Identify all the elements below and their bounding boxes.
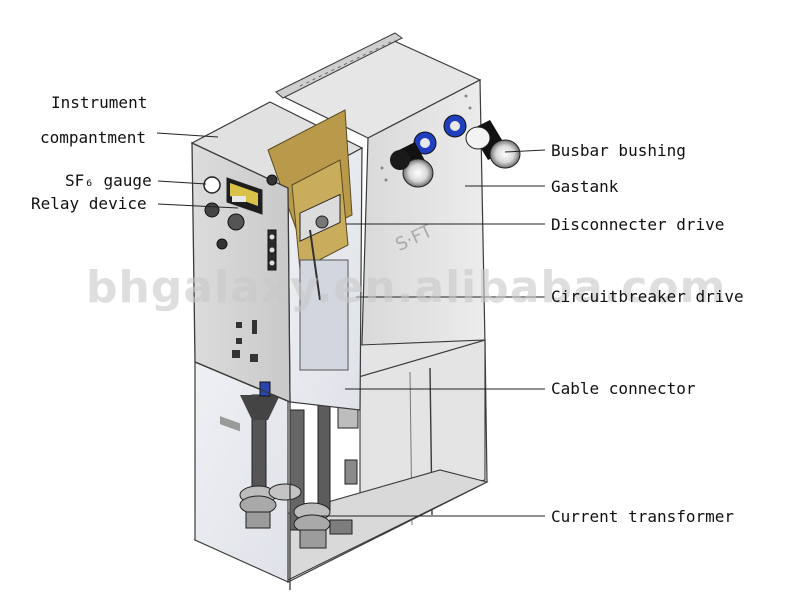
leader-busbar (504, 149, 546, 153)
busbar-bushings (390, 114, 521, 188)
label-gastank: Gastank (551, 177, 619, 196)
watermark: bhgalaxy.en.alibaba.com (86, 262, 727, 313)
label-instrument-line1: Instrument (51, 93, 148, 112)
leader-relay (157, 203, 239, 209)
label-instrument-line2: compantment (40, 128, 146, 147)
label-busbar-bushing: Busbar bushing (551, 141, 686, 160)
instrument-compartment (190, 101, 364, 590)
leader-lines (156, 132, 546, 517)
label-current-transformer: Current transformer (551, 507, 735, 526)
label-cable-connector: Cable connector (551, 379, 696, 398)
cable-compartment (193, 339, 489, 583)
leader-instrument (156, 132, 219, 138)
leader-sf6 (157, 180, 207, 185)
label-circuitbreaker-drive: Circuitbreaker drive (551, 287, 744, 306)
label-sf6-gauge: SF₆ gauge (65, 171, 152, 190)
label-relay-device: Relay device (31, 194, 147, 213)
label-disconnecter-drive: Disconnecter drive (551, 215, 725, 234)
